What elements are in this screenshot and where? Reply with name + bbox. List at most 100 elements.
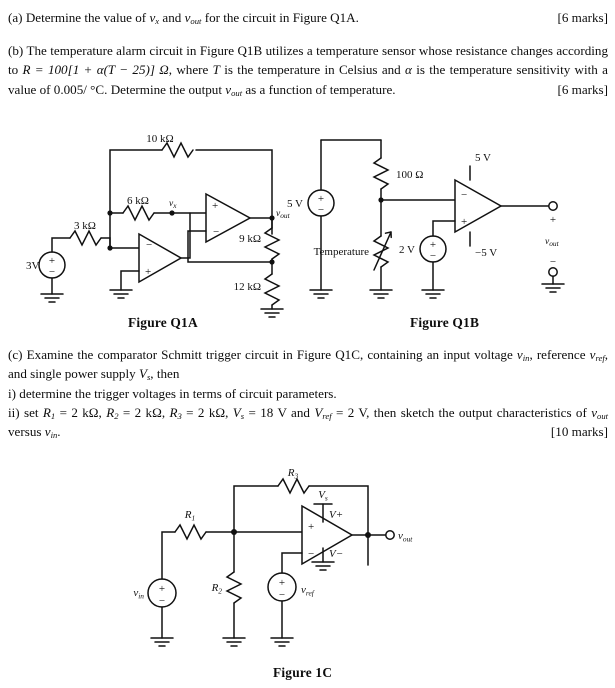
- q1b-opamp-minus: −: [461, 189, 467, 201]
- question-c-label: (c): [8, 347, 23, 362]
- q1c-vin-label: vin: [133, 587, 144, 601]
- q1b-node-vout-label: vout: [545, 237, 560, 248]
- question-c-Vs-sub: s: [146, 372, 151, 383]
- question-a-text-2: and: [162, 10, 182, 25]
- question-c-text-4: , then: [150, 366, 180, 382]
- question-c-text-3: , and single power supply: [8, 347, 608, 382]
- question-c-text-2: , reference: [529, 347, 586, 362]
- q1b-sensor-label: Temperature: [314, 246, 370, 258]
- q1a-r-6k-label: 6 kΩ: [127, 195, 149, 207]
- question-c-paragraph: (c) Examine the comparator Schmitt trigg…: [8, 345, 608, 384]
- question-c-vs: V: [232, 405, 241, 420]
- question-b-vout-sub: out: [231, 88, 243, 99]
- q1c-vs-label: Vs: [318, 489, 328, 503]
- question-c-r3-sub: 3: [177, 411, 182, 422]
- question-b-text-3: is the temperature in Celsius and: [224, 62, 401, 78]
- figure-q1a-caption: Figure Q1A: [128, 315, 198, 330]
- q1c-r2-label: R2: [211, 582, 223, 596]
- q1a-r-10k-label: 10 kΩ: [146, 133, 173, 145]
- q1a-opamp1-minus: −: [146, 239, 152, 251]
- question-c-vref: v: [589, 347, 596, 362]
- question-c-versus: versus: [8, 424, 42, 440]
- q1b-rail-neg-label: −5 V: [475, 247, 497, 259]
- question-c-r1: R: [42, 405, 51, 420]
- q1a-r-9k-label: 9 kΩ: [239, 233, 261, 245]
- question-c-item-i: i) determine the trigger voltages in ter…: [8, 386, 337, 401]
- q1b-ref-source-label: 2 V: [399, 244, 415, 256]
- question-c-vs-sub: s: [240, 411, 245, 422]
- q1a-r-3k-label: 3 kΩ: [74, 220, 96, 232]
- question-c-item-ii-tail: , then sketch the output characteristics…: [366, 405, 587, 420]
- question-c-vref2: V: [314, 405, 323, 420]
- question-c-r2-sub: 2: [114, 411, 119, 422]
- question-b-text-4: is the temperature sensitivity with a va…: [8, 62, 608, 97]
- q1a-source-plus: +: [49, 255, 55, 267]
- q1c-r1-label: R1: [184, 509, 195, 523]
- question-c-text-1: Examine the comparator Schmitt trigger c…: [26, 347, 513, 362]
- q1b-ref-minus: −: [430, 250, 436, 262]
- q1b-opamp-plus: +: [461, 216, 467, 228]
- question-c-r3: R: [169, 405, 178, 420]
- q1b-out-plus: +: [550, 214, 556, 226]
- q1c-vminus-label: V−: [329, 548, 343, 560]
- q1b-r-100-label: 100 Ω: [396, 169, 423, 181]
- question-c-r2-val: = 2 kΩ,: [122, 405, 166, 420]
- q1c-vout-label: vout: [398, 530, 413, 544]
- figure-q1b: 100 Ω 5 V Temperature 2 V 5 V −5 V − + +…: [287, 128, 605, 306]
- question-a-label: (a): [8, 10, 23, 25]
- question-a-text-3: for the circuit in Figure Q1A.: [204, 10, 359, 25]
- question-c-marks: [10 marks]: [550, 424, 608, 440]
- figure-q1b-caption: Figure Q1B: [410, 315, 480, 330]
- question-c-r1-val: = 2 kΩ,: [59, 405, 102, 420]
- question-a-text-1: Determine the value of: [25, 10, 147, 25]
- question-c-vout: v: [591, 405, 598, 420]
- question-c-r3-val: = 2 kΩ,: [186, 405, 229, 420]
- q1b-rail-pos-label: 5 V: [475, 152, 491, 164]
- q1c-r3-label: R3: [287, 467, 299, 481]
- q1b-supply-plus: +: [318, 193, 324, 205]
- q1a-r-12k-label: 12 kΩ: [234, 281, 261, 293]
- question-c-vref-sub: ref: [595, 353, 605, 364]
- question-a-vout-sub: out: [190, 16, 202, 27]
- q1c-vin-plus: +: [159, 583, 165, 595]
- question-c-item-ii-prefix: ii) set: [8, 405, 39, 420]
- question-b-alpha: α: [405, 62, 412, 78]
- question-c-r1-sub: 1: [50, 411, 56, 422]
- question-a-vx-sub: x: [155, 16, 160, 27]
- question-c-vref2-sub: ref: [322, 411, 332, 422]
- q1c-opamp-minus: −: [308, 548, 314, 560]
- q1b-supply-label: 5 V: [287, 198, 303, 210]
- question-c-vin: v: [516, 347, 523, 362]
- question-c-period: .: [57, 424, 61, 440]
- question-c-item-ii: ii) set R1 = 2 kΩ, R2 = 2 kΩ, R3 = 2 kΩ,…: [8, 403, 608, 442]
- question-b-text-2: , where: [168, 62, 209, 78]
- q1b-ref-plus: +: [430, 239, 436, 251]
- question-c-vin-sub: in: [522, 353, 530, 364]
- q1c-vref-minus: −: [279, 589, 285, 601]
- q1a-source-label: 3V: [26, 260, 40, 272]
- q1b-supply-minus: −: [318, 204, 324, 216]
- q1b-out-minus: −: [550, 256, 556, 268]
- q1a-node-vout-label: vout: [276, 209, 291, 220]
- question-b-vout: v: [225, 81, 232, 97]
- question-a-vout: v: [184, 10, 191, 25]
- q1c-vref-plus: +: [279, 577, 285, 589]
- question-a-marks: [6 marks]: [557, 10, 608, 25]
- q1c-vref-label: vref: [301, 584, 315, 598]
- question-a-vx: v: [149, 10, 156, 25]
- question-c-Vs: V: [138, 366, 147, 382]
- figure-q1c-caption: Figure 1C: [273, 665, 333, 680]
- question-a-paragraph: [6 marks] (a) Determine the value of vx …: [8, 8, 608, 27]
- question-c-vref2-val: = 2 V: [335, 405, 367, 420]
- q1a-opamp2-minus: −: [213, 226, 219, 238]
- question-b-label: (b): [8, 43, 24, 58]
- q1a-opamp2-plus: +: [212, 200, 218, 212]
- question-b-paragraph: (b) The temperature alarm circuit in Fig…: [8, 41, 608, 99]
- question-c-vin2: v: [44, 424, 51, 440]
- question-c-vout-sub: out: [597, 411, 609, 422]
- question-c-vin2-sub: in: [50, 430, 58, 441]
- figure-q1a: 10 kΩ 6 kΩ 3 kΩ 3V 9 kΩ 12 kΩ vx vout − …: [10, 128, 310, 318]
- question-c-r2: R: [106, 405, 115, 420]
- question-b-marks: [6 marks]: [557, 81, 608, 97]
